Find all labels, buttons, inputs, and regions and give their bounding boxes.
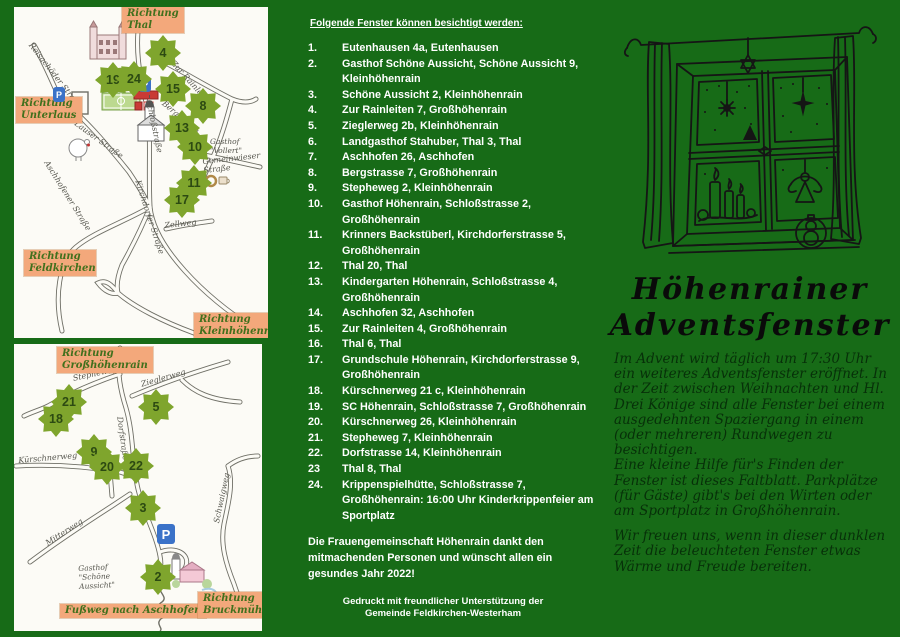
flyer-title: Höhenrainer Adventsfenster bbox=[608, 272, 892, 344]
map-marker-18: 18 bbox=[38, 401, 74, 437]
map-marker-5: 5 bbox=[138, 389, 174, 425]
list-item: 13.Kindergarten Höhenrain, Schloßstrasse… bbox=[308, 275, 558, 304]
list-item: 14.Aschhofen 32, Aschhofen bbox=[308, 307, 475, 320]
list-item: 19.SC Höhenrain, Schloßstrasse 7, Großhö… bbox=[308, 400, 587, 413]
title-line-1: Höhenrainer bbox=[631, 272, 869, 307]
list-item: 21.Stepheweg 7, Kleinhöhenrain bbox=[308, 431, 493, 444]
map-grosshoehenrain: Reisachöder Straße Lauser Straße Zur Rai… bbox=[14, 7, 268, 338]
list-item: 6.Landgasthof Stahuber, Thal 3, Thal bbox=[308, 135, 522, 148]
map-marker-2: 2 bbox=[140, 559, 176, 595]
parking-icon: P bbox=[157, 524, 175, 544]
parking-icon: P bbox=[53, 87, 65, 102]
flyer-description: Im Advent wird täglich um 17:30 Uhr ein … bbox=[614, 351, 892, 575]
poi-gasthof-vollert: Gasthof "Vollert" bbox=[210, 137, 242, 155]
map-marker-20: 20 bbox=[89, 449, 125, 485]
direction-label-thal: Richtung Thal bbox=[122, 7, 184, 33]
list-item: 24.Krippenspielhütte, Schloßstrasse 7, G… bbox=[308, 478, 594, 522]
advent-window-illustration bbox=[623, 26, 877, 254]
direction-label-fussweg: Fußweg nach Aschhofen bbox=[60, 604, 207, 618]
castle-drawing bbox=[89, 20, 127, 60]
direction-label-bruckmuehl: Richtung Bruckmühl bbox=[198, 592, 262, 618]
list-item: 1.Eutenhausen 4a, Eutenhausen bbox=[308, 42, 499, 54]
list-item: 2.Gasthof Schöne Aussicht, Schöne Aussic… bbox=[308, 57, 579, 86]
list-item: 17.Grundschule Höhenrain, Kirchdorferstr… bbox=[308, 353, 580, 382]
direction-label-grosshoehenrain: Richtung Großhöhenrain bbox=[57, 347, 153, 373]
map-marker-24: 24 bbox=[116, 61, 152, 97]
direction-label-kleinhoehenrain: Richtung Kleinhöhenrain bbox=[194, 313, 268, 338]
advent-window-list: 1.Eutenhausen 4a, Eutenhausen 2.Gasthof … bbox=[308, 41, 603, 524]
list-item: 12.Thal 20, Thal bbox=[308, 260, 408, 273]
snow-dots bbox=[704, 83, 828, 175]
poi-gasthof-schoene-aussicht: Gasthof "Schöne Aussicht" bbox=[78, 562, 116, 591]
list-item: 9.Stepheweg 2, Kleinhöhenrain bbox=[308, 182, 493, 195]
list-item: 3.Schöne Aussicht 2, Kleinhöhenrain bbox=[308, 88, 523, 101]
turkey-drawing bbox=[68, 138, 90, 161]
map-kleinhoehenrain: Stepheweg Zieglerweg Dorfstraße Kürschne… bbox=[14, 344, 262, 631]
list-item: 22.Dorfstrasse 14, Kleinhöhenrain bbox=[308, 447, 502, 460]
direction-label-unterlaus: Richtung Unterlaus bbox=[16, 97, 82, 123]
map-marker-8: 8 bbox=[185, 88, 221, 124]
list-item: 10.Gasthof Höhenrain, Schloßstrasse 2, G… bbox=[308, 197, 531, 226]
list-heading: Folgende Fenster können besichtigt werde… bbox=[310, 18, 523, 29]
map-marker-15: 15 bbox=[155, 71, 191, 107]
paragraph-parking-info: Eine kleine Hilfe für's Finden der Fenst… bbox=[614, 457, 878, 520]
map-marker-22: 22 bbox=[118, 448, 154, 484]
map-marker-10: 10 bbox=[177, 129, 213, 165]
list-item: 20.Kürschnerweg 26, Kleinhöhenrain bbox=[308, 416, 517, 429]
window-list-column: Folgende Fenster können besichtigt werde… bbox=[308, 18, 603, 620]
list-item: 8.Bergstrasse 7, Großhöhenrain bbox=[308, 166, 498, 179]
map-marker-17: 17 bbox=[164, 182, 200, 218]
church-drawing bbox=[136, 95, 166, 142]
direction-label-feldkirchen: Richtung Feldkirchen bbox=[24, 250, 96, 276]
paragraph-advent-info: Im Advent wird täglich um 17:30 Uhr ein … bbox=[614, 351, 887, 459]
list-item: 15.Zur Rainleiten 4, Großhöhenrain bbox=[308, 322, 507, 335]
map-marker-3: 3 bbox=[125, 490, 161, 526]
map-marker-4: 4 bbox=[145, 35, 181, 71]
printed-note: Gedruckt mit freundlicher Unterstützung … bbox=[342, 596, 544, 620]
thanks-text: Die Frauengemeinschaft Höhenrain dankt d… bbox=[308, 536, 553, 581]
list-item: 7.Aschhofen 26, Aschhofen bbox=[308, 151, 475, 164]
list-item: 18.Kürschnerweg 21 c, Kleinhöhenrain bbox=[308, 385, 526, 398]
paragraph-closing: Wir freuen uns, wenn in dieser dunklen Z… bbox=[614, 528, 886, 575]
list-item: 4.Zur Rainleiten 7, Großhöhenrain bbox=[308, 104, 507, 117]
list-item: 16.Thal 6, Thal bbox=[308, 338, 402, 351]
list-item: 5.Zieglerweg 2b, Kleinhöhenrain bbox=[308, 119, 499, 132]
map-roads-drawing bbox=[14, 7, 268, 338]
title-line-2: Adventsfenster bbox=[609, 308, 891, 343]
list-item: 11.Krinners Backstüberl, Kirchdorferstra… bbox=[308, 229, 566, 257]
